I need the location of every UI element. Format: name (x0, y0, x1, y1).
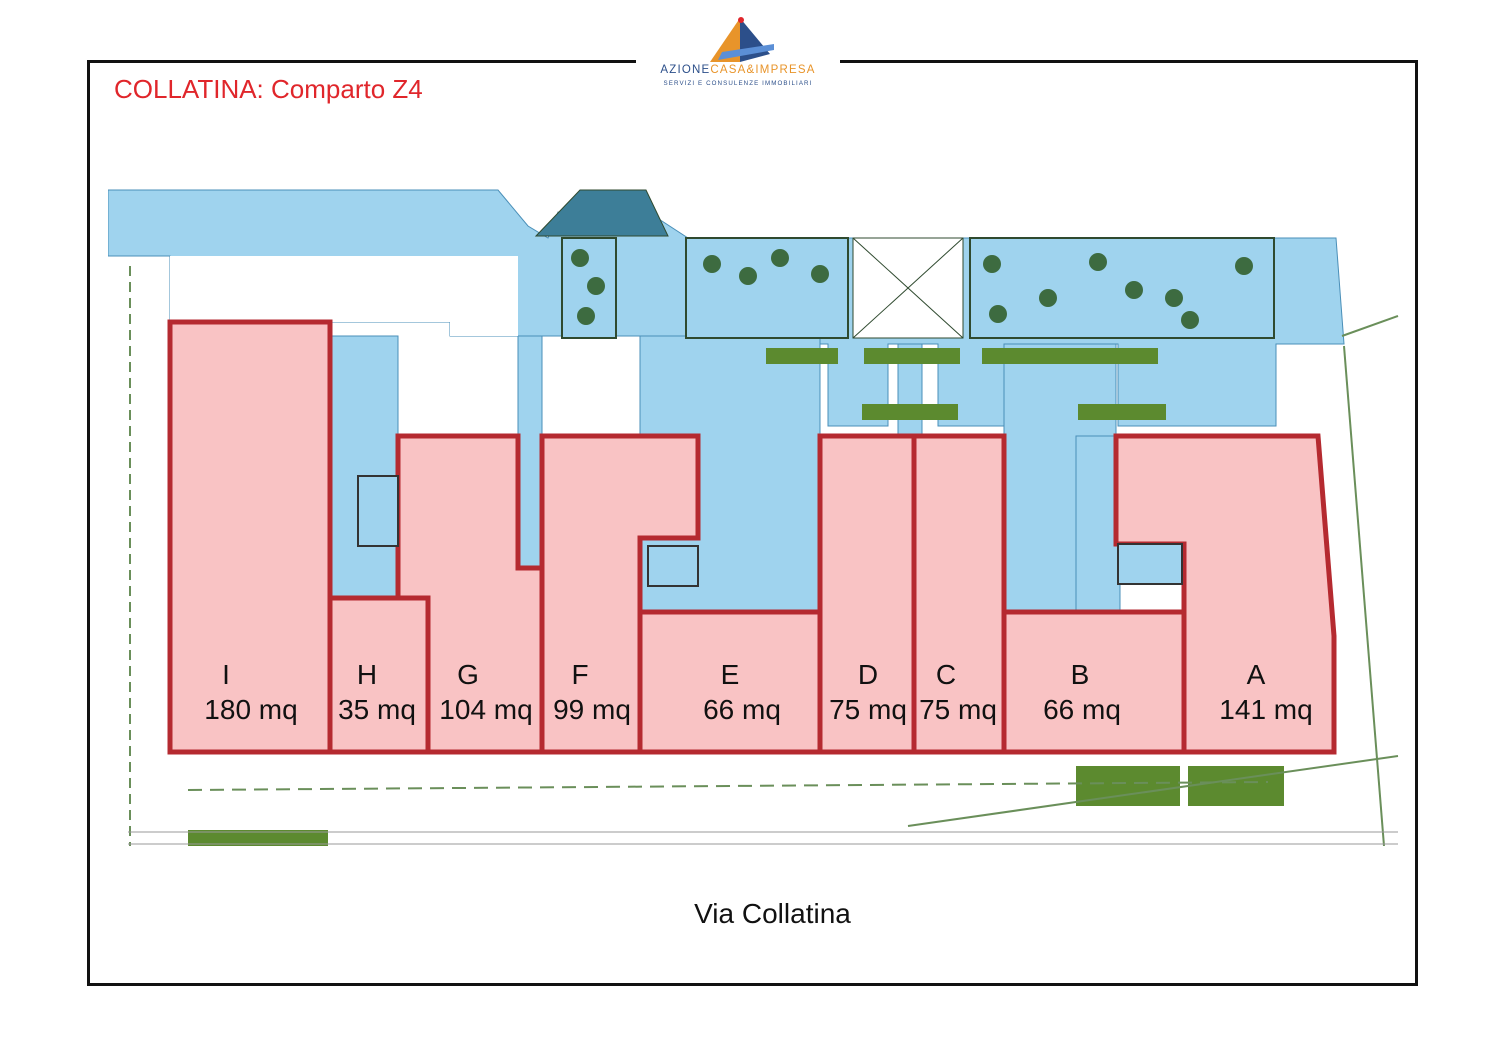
greenery-beds (561, 237, 1275, 339)
unit-letter-C: C (936, 659, 956, 690)
page-title: COLLATINA: Comparto Z4 (114, 74, 423, 104)
unit-letter-I: I (222, 659, 230, 690)
unit-letter-E: E (721, 659, 740, 690)
bottom-strip (128, 831, 1398, 845)
ramp (852, 237, 964, 339)
roof-triangle (534, 189, 669, 237)
logo-subtitle: SERVIZI E CONSULENZE IMMOBILIARI (663, 80, 813, 87)
logo: AZIONECASA&IMPRESA SERVIZI E CONSULENZE … (636, 8, 840, 94)
unit-H (327, 595, 431, 755)
unit-letter-D: D (858, 659, 878, 690)
unit-area-D: 75 mq (829, 694, 907, 725)
unit-letter-H: H (357, 659, 377, 690)
unit-area-I: 180 mq (204, 694, 297, 725)
unit-I (167, 319, 333, 755)
unit-E (637, 609, 823, 755)
logo-wordmark: AZIONECASA&IMPRESA (660, 64, 816, 76)
units (167, 319, 1337, 755)
unit-letter-B: B (1071, 659, 1090, 690)
unit-area-H: 35 mq (338, 694, 416, 725)
floor-plan: I 180 mq H 35 mq G 104 mq F 99 mq E 66 m… (108, 189, 1399, 846)
courtyard (170, 256, 518, 336)
unit-letter-G: G (457, 659, 479, 690)
tree-icons (571, 249, 1253, 329)
street-label: Via Collatina (694, 898, 851, 929)
road-lines (129, 266, 1399, 846)
unit-labels: I 180 mq H 35 mq G 104 mq F 99 mq E 66 m… (204, 659, 1312, 725)
unit-C (911, 433, 1007, 755)
unit-F (539, 433, 701, 755)
unit-area-E: 66 mq (703, 694, 781, 725)
logo-pyramid-icon (710, 17, 774, 62)
unit-letter-F: F (571, 659, 588, 690)
unit-area-B: 66 mq (1043, 694, 1121, 725)
unit-B (1001, 609, 1187, 755)
stair-blocks (357, 475, 1183, 587)
unit-area-F: 99 mq (553, 694, 631, 725)
unit-area-G: 104 mq (439, 694, 532, 725)
planting-rows (188, 348, 1284, 846)
unit-area-C: 75 mq (919, 694, 997, 725)
unit-area-A: 141 mq (1219, 694, 1312, 725)
unit-letter-A: A (1247, 659, 1266, 690)
